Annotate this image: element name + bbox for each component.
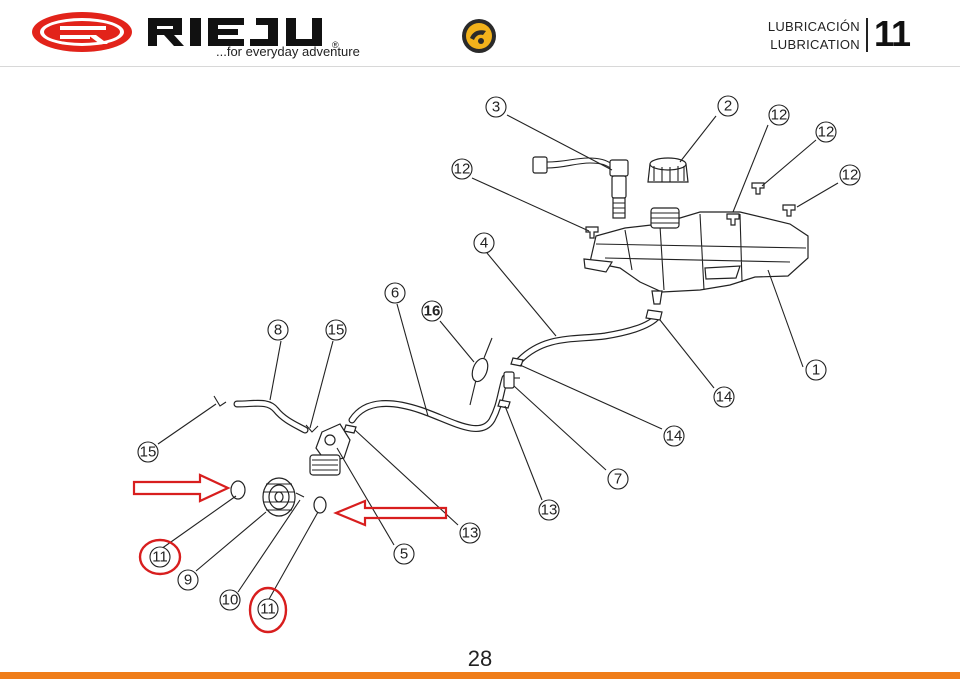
part-hose-4 bbox=[516, 312, 662, 364]
page-number: 28 bbox=[467, 646, 493, 671]
svg-text:14: 14 bbox=[716, 389, 733, 406]
callout-1: 1 bbox=[805, 359, 827, 381]
part-circlips bbox=[230, 480, 327, 514]
svg-text:14: 14 bbox=[666, 428, 683, 445]
callout-9: 9 bbox=[177, 569, 199, 591]
rieju-wordmark bbox=[148, 18, 322, 46]
callout-11-lower: 11 bbox=[257, 598, 279, 620]
svg-text:5: 5 bbox=[400, 546, 408, 563]
callout-12-mid: 12 bbox=[815, 121, 837, 143]
callout-15-right: 15 bbox=[325, 319, 347, 341]
leader-lines bbox=[157, 114, 839, 602]
part-hose-8 bbox=[233, 399, 309, 434]
callout-4: 4 bbox=[473, 232, 495, 254]
callout-8: 8 bbox=[267, 319, 289, 341]
section-number: 11 bbox=[874, 13, 911, 54]
svg-text:13: 13 bbox=[462, 525, 479, 542]
header-rule bbox=[0, 66, 960, 67]
part-clamps bbox=[213, 309, 663, 434]
callout-10: 10 bbox=[219, 589, 241, 611]
section-title-en: LUBRICATION bbox=[770, 37, 860, 52]
highlight-circle-lower bbox=[248, 586, 288, 634]
part-oil-pump bbox=[309, 423, 351, 476]
svg-text:11: 11 bbox=[260, 601, 276, 618]
svg-text:15: 15 bbox=[328, 322, 345, 339]
registered-mark: ® bbox=[332, 40, 339, 50]
callout-12-right: 12 bbox=[839, 164, 861, 186]
lubrication-exploded-diagram: 1 2 3 4 5 6 7 8 9 10 11 11 12 12 12 12 1… bbox=[132, 95, 861, 634]
svg-text:4: 4 bbox=[480, 235, 488, 252]
section-divider bbox=[866, 18, 868, 52]
part-oil-tank bbox=[583, 207, 809, 305]
callout-14-union: 14 bbox=[663, 425, 685, 447]
svg-text:12: 12 bbox=[842, 167, 859, 184]
arrow-left-icon bbox=[333, 499, 448, 527]
part-oil-level-sensor bbox=[532, 156, 629, 219]
rieju-r-emblem-icon bbox=[32, 12, 132, 52]
callout-15-left: 15 bbox=[137, 441, 159, 463]
svg-text:12: 12 bbox=[818, 124, 835, 141]
callout-12-left: 12 bbox=[451, 158, 473, 180]
svg-text:16: 16 bbox=[424, 303, 441, 320]
brand-tagline: ...for everyday adventure bbox=[216, 44, 360, 59]
callout-6: 6 bbox=[384, 282, 406, 304]
svg-text:8: 8 bbox=[274, 322, 282, 339]
footer-bar bbox=[0, 672, 960, 679]
svg-text:15: 15 bbox=[140, 444, 157, 461]
rider-badge-icon bbox=[462, 19, 496, 53]
callout-3: 3 bbox=[485, 96, 507, 118]
svg-text:11: 11 bbox=[152, 549, 168, 566]
svg-text:13: 13 bbox=[541, 502, 558, 519]
callout-2: 2 bbox=[717, 95, 739, 117]
arrow-right-icon bbox=[132, 473, 231, 503]
callout-12-top: 12 bbox=[768, 104, 790, 126]
rieju-logo: ® bbox=[32, 12, 339, 52]
part-union bbox=[503, 371, 520, 389]
svg-text:2: 2 bbox=[724, 98, 732, 115]
callout-5: 5 bbox=[393, 543, 415, 565]
highlight-circle-upper bbox=[138, 538, 182, 576]
callout-7: 7 bbox=[607, 468, 629, 490]
svg-text:7: 7 bbox=[614, 471, 622, 488]
svg-text:12: 12 bbox=[771, 107, 788, 124]
svg-text:9: 9 bbox=[184, 572, 192, 589]
callout-11-upper: 11 bbox=[149, 546, 171, 568]
svg-text:1: 1 bbox=[812, 362, 820, 379]
svg-text:6: 6 bbox=[391, 285, 399, 302]
svg-text:10: 10 bbox=[222, 592, 239, 609]
callout-16: 16 bbox=[421, 300, 443, 322]
section-title-es: LUBRICACIÓN bbox=[767, 19, 860, 34]
part-pump-gear bbox=[262, 477, 296, 517]
svg-text:12: 12 bbox=[454, 161, 471, 178]
part-inline-filter bbox=[469, 337, 493, 406]
part-pin bbox=[295, 492, 305, 498]
page-header: ® ...for everyday adventure LUBRICACIÓN … bbox=[0, 0, 960, 66]
svg-text:3: 3 bbox=[492, 99, 500, 116]
callout-14-tank: 14 bbox=[713, 386, 735, 408]
highlight-annotations bbox=[132, 473, 448, 634]
callout-13-pump: 13 bbox=[459, 522, 481, 544]
callout-13-union: 13 bbox=[538, 499, 560, 521]
part-tank-cap bbox=[647, 157, 689, 183]
part-hose-6 bbox=[348, 374, 509, 433]
